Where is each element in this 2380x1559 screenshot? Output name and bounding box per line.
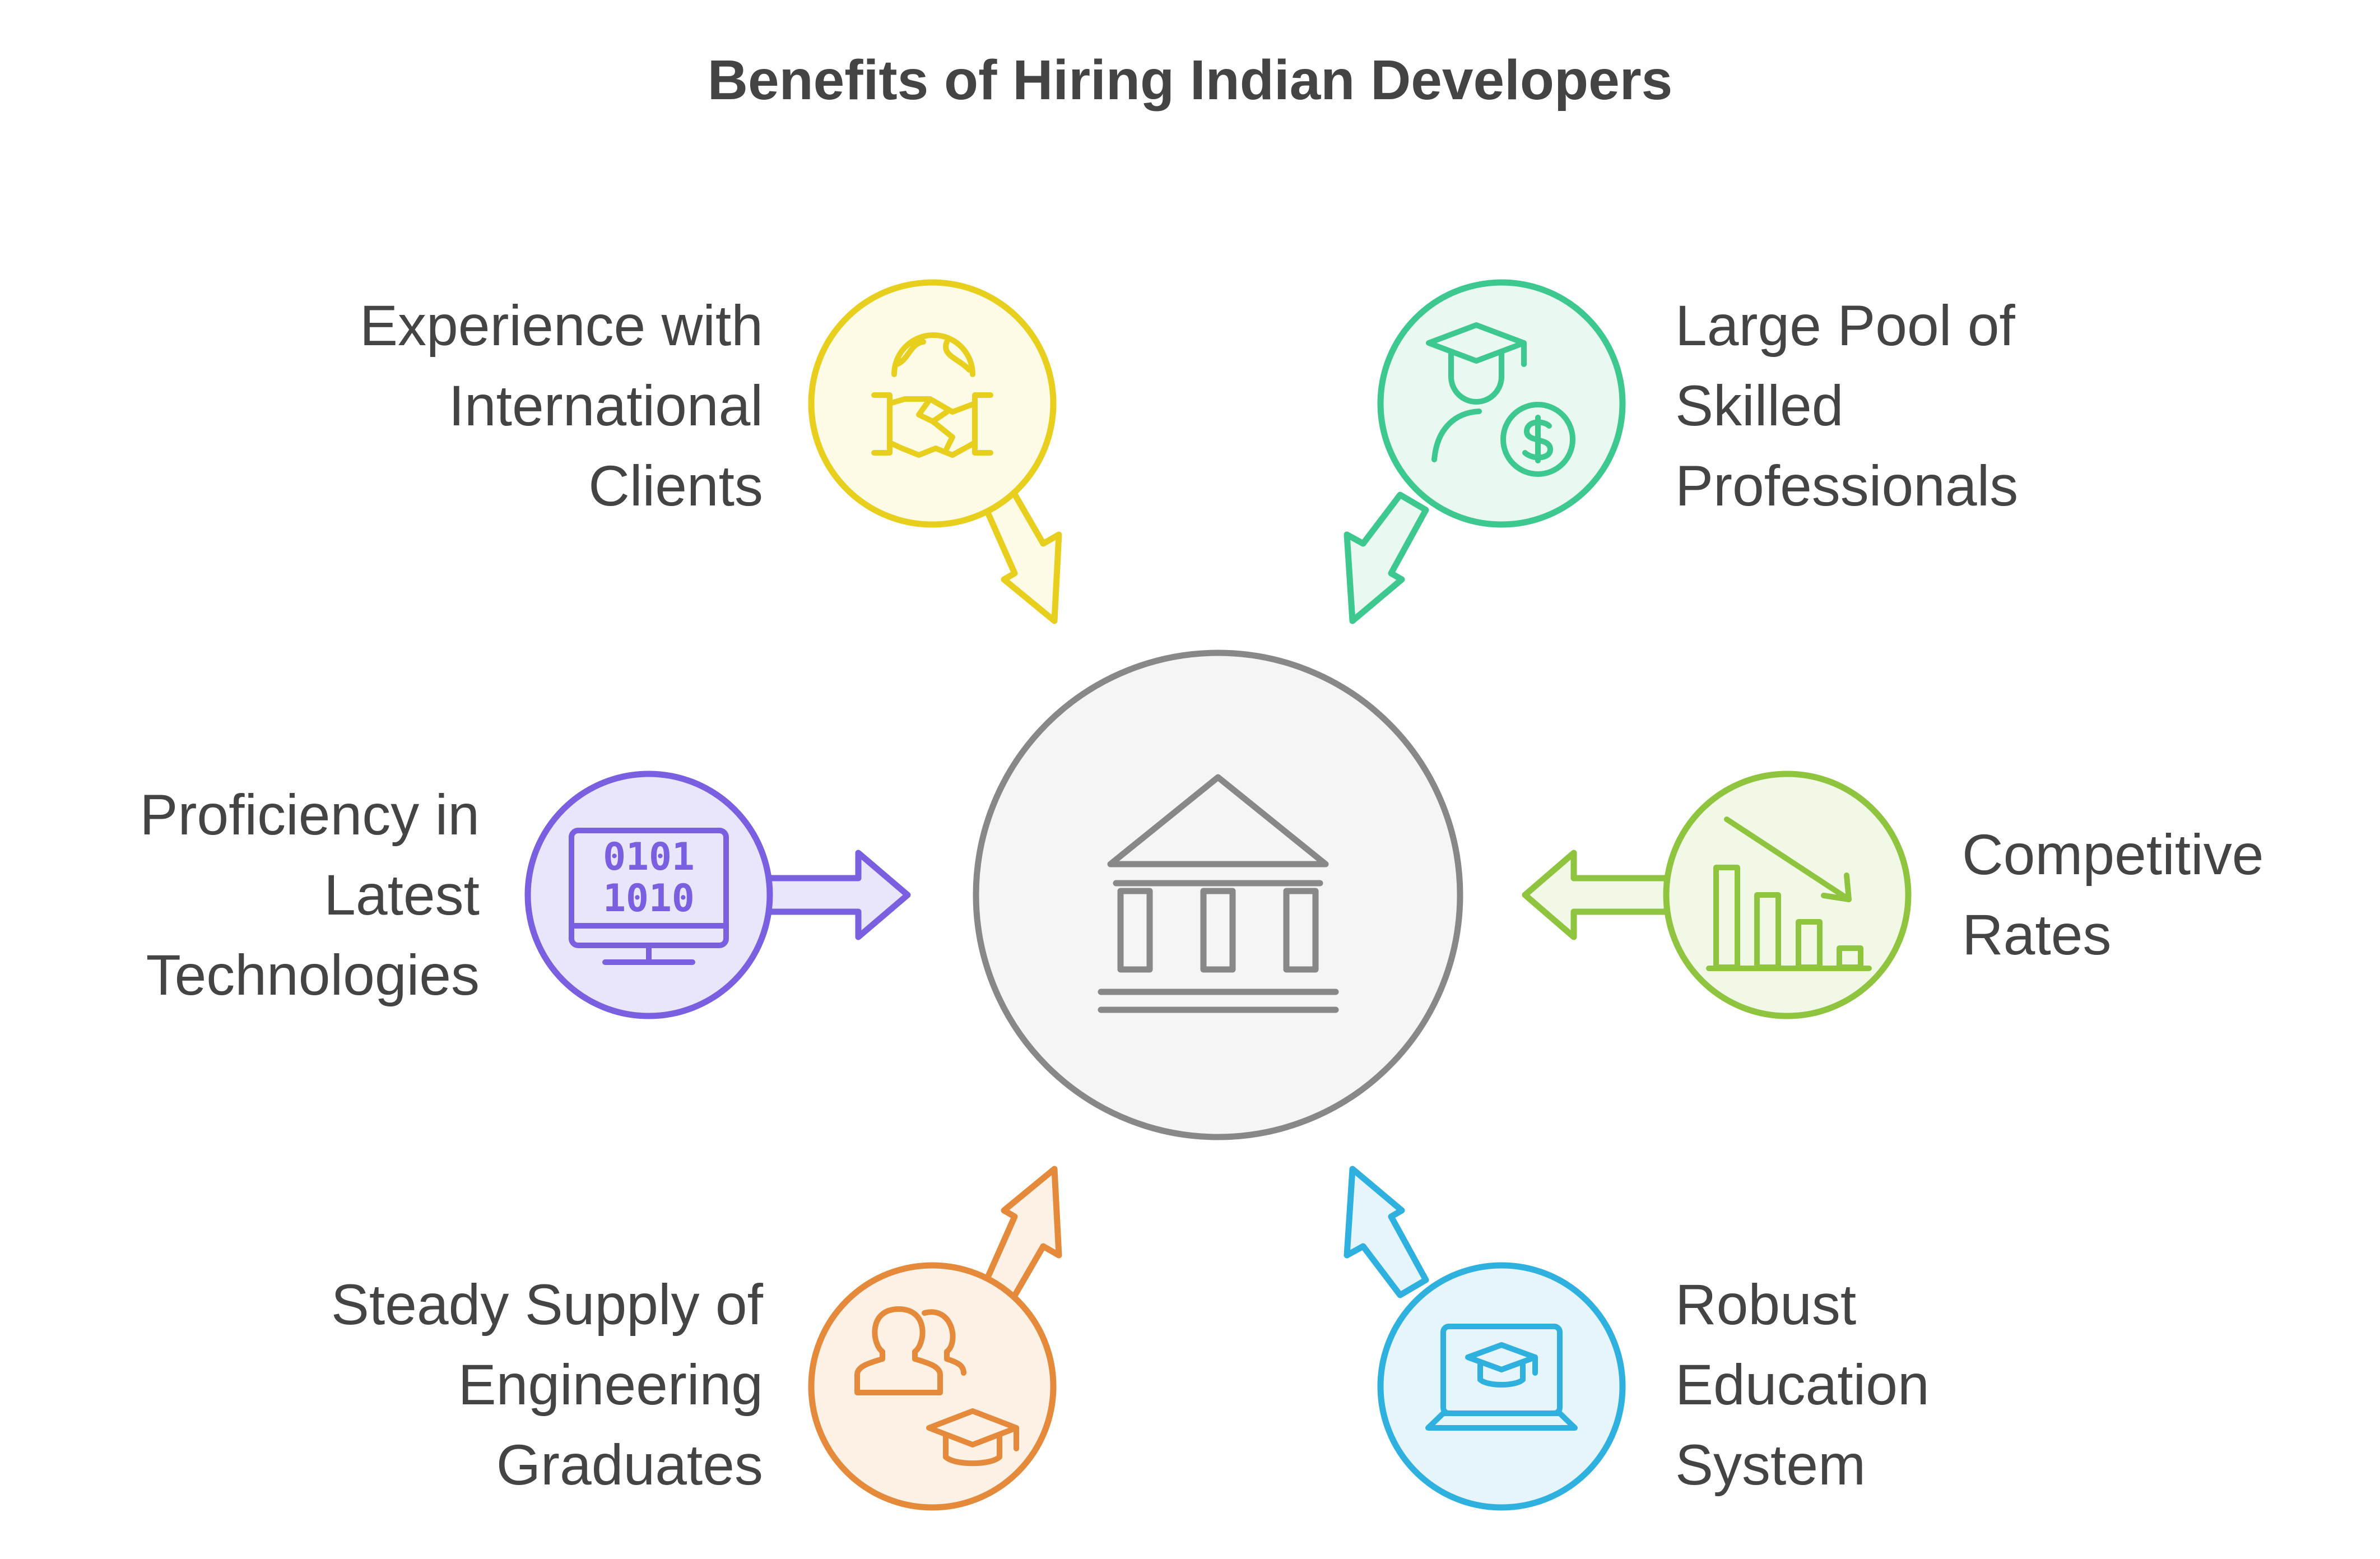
label-rates: Competitive Rates: [1962, 815, 2264, 975]
label-line: Education: [1675, 1353, 1930, 1417]
label-international: Experience with International Clients: [360, 286, 763, 526]
label-line: Rates: [1962, 903, 2112, 967]
label-pool: Large Pool of Skilled Professionals: [1675, 286, 2018, 526]
center-hub-circle: [973, 649, 1463, 1140]
technologies-circle: [524, 771, 773, 1019]
pool-circle: [1377, 279, 1626, 528]
label-line: Latest: [324, 863, 480, 927]
label-line: Engineering: [458, 1353, 763, 1417]
bank-building-icon: [1098, 774, 1339, 1013]
arrow-technologies: [763, 850, 911, 940]
label-technologies: Proficiency in Latest Technologies: [140, 775, 480, 1015]
svg-text:1010: 1010: [603, 876, 695, 921]
label-line: System: [1675, 1433, 1866, 1497]
label-line: Skilled: [1675, 374, 1844, 438]
label-line: Proficiency in: [140, 783, 480, 847]
arrow-pool: [1344, 491, 1429, 624]
label-graduates: Steady Supply of Engineering Graduates: [331, 1265, 763, 1505]
laptop-graduation-cap-icon: [1425, 1324, 1578, 1431]
graduate-dollar-icon: [1426, 322, 1575, 477]
people-graduation-cap-icon: [854, 1306, 1019, 1467]
declining-bar-chart-icon: [1706, 816, 1872, 971]
label-line: Graduates: [496, 1433, 763, 1497]
handshake-globe-icon: [871, 332, 993, 458]
label-line: Steady Supply of: [331, 1273, 763, 1337]
svg-text:0101: 0101: [603, 835, 695, 879]
arrow-rates: [1522, 850, 1670, 940]
label-line: Robust: [1675, 1273, 1857, 1337]
label-line: International: [448, 374, 763, 438]
diagram-title: Benefits of Hiring Indian Developers: [707, 49, 1673, 112]
rates-circle: [1663, 771, 1912, 1019]
label-line: Competitive: [1962, 823, 2264, 887]
label-line: Professionals: [1675, 454, 2019, 518]
label-education: Robust Education System: [1675, 1265, 1930, 1505]
label-line: Technologies: [146, 943, 480, 1007]
label-line: Clients: [588, 454, 763, 518]
binary-digits: 0101 1010: [603, 835, 695, 921]
label-line: Experience with: [359, 294, 763, 358]
arrow-education: [1344, 1166, 1429, 1298]
label-line: Large Pool of: [1675, 294, 2015, 358]
graduates-circle: [808, 1262, 1057, 1511]
binary-monitor-icon: [569, 828, 729, 965]
